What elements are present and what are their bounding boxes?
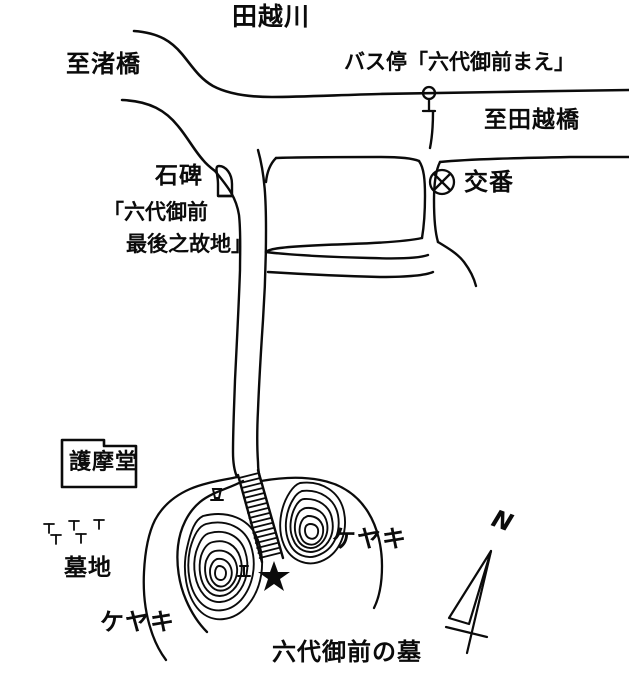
stair-steps	[237, 472, 281, 559]
zelkova-right-label: ケヤキ	[332, 525, 407, 553]
grave-caption: 六代御前の墓	[272, 638, 422, 666]
tree-marker-icon	[210, 488, 224, 501]
grave-marker-icon	[43, 523, 55, 534]
road-main-vertical-west	[213, 169, 242, 479]
to-tagoe-bridge-label: 至田越橋	[484, 107, 580, 133]
police-box-label: 交番	[464, 168, 514, 196]
zelkova-left-label: ケヤキ	[100, 608, 175, 636]
arrow-outline	[447, 549, 493, 626]
contour	[198, 540, 243, 597]
hill-paths	[142, 475, 384, 662]
road-block-north-edge	[274, 155, 421, 163]
hill-west-contours	[184, 513, 264, 621]
contour	[298, 515, 325, 546]
contour-summit	[304, 523, 320, 540]
contour	[193, 531, 249, 603]
hill-area-boundary-west	[142, 475, 239, 662]
grave-markers	[43, 519, 105, 545]
contour	[293, 506, 329, 549]
road-cross-east-upper	[264, 250, 430, 260]
river-bank-north	[132, 29, 629, 99]
road-network	[213, 110, 629, 483]
contour	[289, 498, 334, 553]
goma-hall-building	[60, 438, 138, 489]
stone-monument-icon	[215, 164, 234, 198]
bus-stop-label: バス停「六代御前まえ」	[344, 50, 575, 74]
road-block-south-edge	[264, 236, 424, 254]
grave-marker-icon	[75, 533, 87, 544]
river-label: 田越川	[232, 2, 311, 31]
road-spur-to-river	[428, 110, 435, 150]
arrow-axis	[465, 549, 493, 655]
north-arrow-icon	[444, 549, 493, 655]
hill-west-rim	[176, 479, 245, 634]
goma-hall-label: 護摩堂	[69, 450, 139, 475]
stone-monument-label: 石碑	[155, 163, 203, 189]
stairway-icon	[236, 468, 285, 564]
contour	[204, 549, 239, 592]
road-block-east-edge	[417, 159, 427, 240]
road-block-west-edge	[264, 156, 278, 184]
river-tagoegawa	[120, 29, 629, 173]
contour	[279, 481, 346, 565]
grave-marker-icon	[50, 534, 62, 545]
tree-marker-icon	[237, 565, 251, 577]
hill-east-contours	[279, 481, 346, 565]
tree-markers	[210, 488, 251, 577]
road-cross-east-lower	[266, 270, 435, 279]
grave-marker-icon	[93, 519, 105, 530]
inscription-line-2: 最後之故地」	[126, 232, 252, 256]
grave-marker-icon	[68, 520, 80, 531]
contour	[184, 513, 264, 621]
contour	[284, 489, 340, 558]
contour	[187, 521, 255, 612]
to-nagisa-bridge-label: 至渚橋	[66, 50, 141, 78]
cemetery-label: 墓地	[64, 555, 112, 581]
road-eastblock-north-edge	[438, 155, 629, 164]
inscription-line-1: 「六代御前	[103, 200, 208, 224]
police-box-x-circle-icon	[428, 168, 456, 196]
star-marker-icon	[258, 561, 290, 591]
river-bank-south	[120, 98, 217, 173]
road-main-vertical-east	[256, 148, 268, 483]
road-eastblock-south-edge	[436, 240, 478, 288]
stair-rail-right	[256, 468, 285, 560]
arrow-crossbar	[444, 625, 489, 639]
contour-summit	[214, 565, 227, 581]
bus-stop-post-icon	[421, 85, 437, 113]
hill-area-boundary-east	[259, 476, 384, 610]
contour	[209, 557, 233, 588]
